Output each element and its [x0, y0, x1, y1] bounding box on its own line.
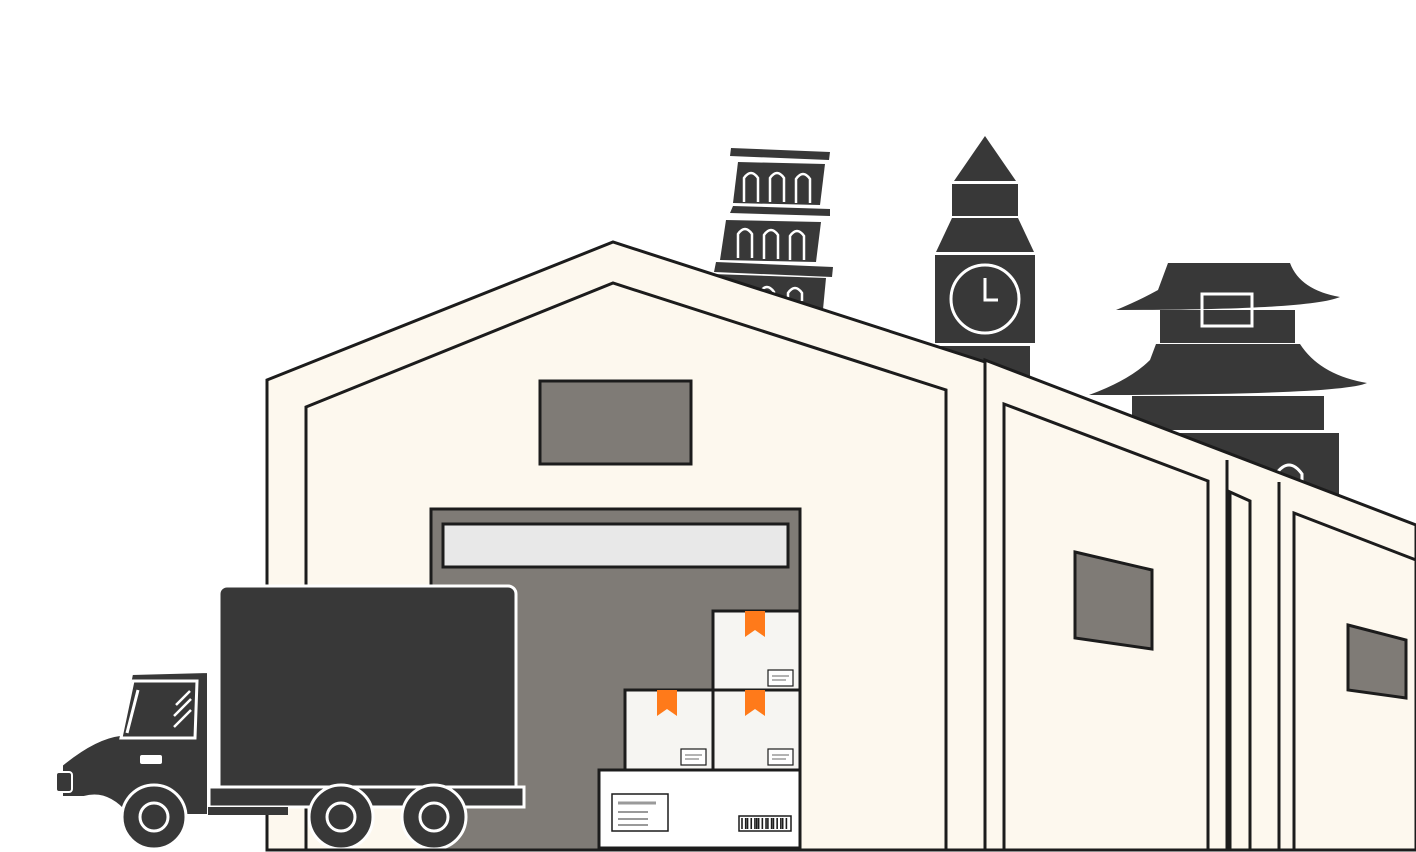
- clock-tower-icon: [935, 136, 1035, 386]
- side-window-2: [1346, 623, 1408, 700]
- rear-wheel-1: [307, 783, 375, 851]
- parcel-box-icon: [711, 609, 802, 692]
- parcel-stack: [597, 609, 802, 850]
- parcel-box-icon: [597, 768, 802, 850]
- parcel-box-icon: [623, 688, 715, 772]
- delivery-truck-icon: [55, 584, 526, 851]
- barcode-icon: [738, 815, 792, 832]
- parcel-box-icon: [711, 688, 802, 772]
- door-header-panel: [441, 522, 790, 569]
- front-wheel: [120, 783, 188, 851]
- rear-wheel-2: [400, 783, 468, 851]
- warehouse-side-wall: [983, 357, 1416, 852]
- side-window-1: [1073, 550, 1154, 651]
- front-window: [538, 379, 693, 466]
